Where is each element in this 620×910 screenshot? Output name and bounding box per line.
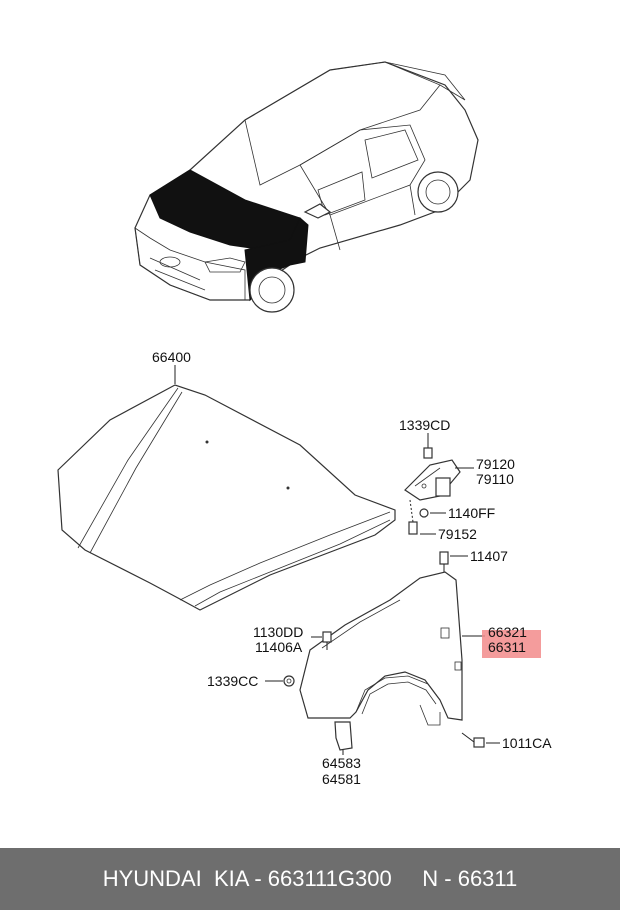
bolt-79152 [408,499,436,535]
bracket-64583 [334,721,353,755]
bolt-1140ff [419,508,446,518]
label-79152: 79152 [438,526,477,542]
highlight-66311 [482,630,541,658]
label-1339cc: 1339CC [207,673,258,689]
label-1011ca: 1011CA [502,735,552,751]
bolt-11407 [439,551,468,574]
hood-hinge [404,459,461,501]
footer-bar: HYUNDAI KIA - 663111G300 N - 66311 [0,848,620,910]
parts-diagram: 66400 1339CD 79120 79110 1140FF 79152 11… [57,61,552,787]
bolt-1130dd [311,631,332,650]
bolt-1339cd [423,433,433,459]
bolt-1011ca [461,732,500,748]
label-66400: 66400 [152,349,191,365]
label-79110: 79110 [476,471,514,487]
fender-part [299,571,463,726]
label-11406a: 11406A [255,639,303,655]
label-1140ff: 1140FF [448,505,495,521]
label-11407: 11407 [470,548,508,564]
label-64581: 64581 [322,771,361,787]
car-illustration [134,61,479,313]
label-64583: 64583 [322,755,361,771]
label-1339cd: 1339CD [399,417,450,433]
nut-1339cc [265,675,295,687]
label-66321: 66321 [488,624,527,640]
label-66311: 66311 [488,639,526,655]
hood-part [57,365,396,611]
part-number-caption: HYUNDAI KIA - 663111G300 N - 66311 [102,866,518,891]
label-1130dd: 1130DD [253,624,303,640]
label-79120: 79120 [476,456,515,472]
